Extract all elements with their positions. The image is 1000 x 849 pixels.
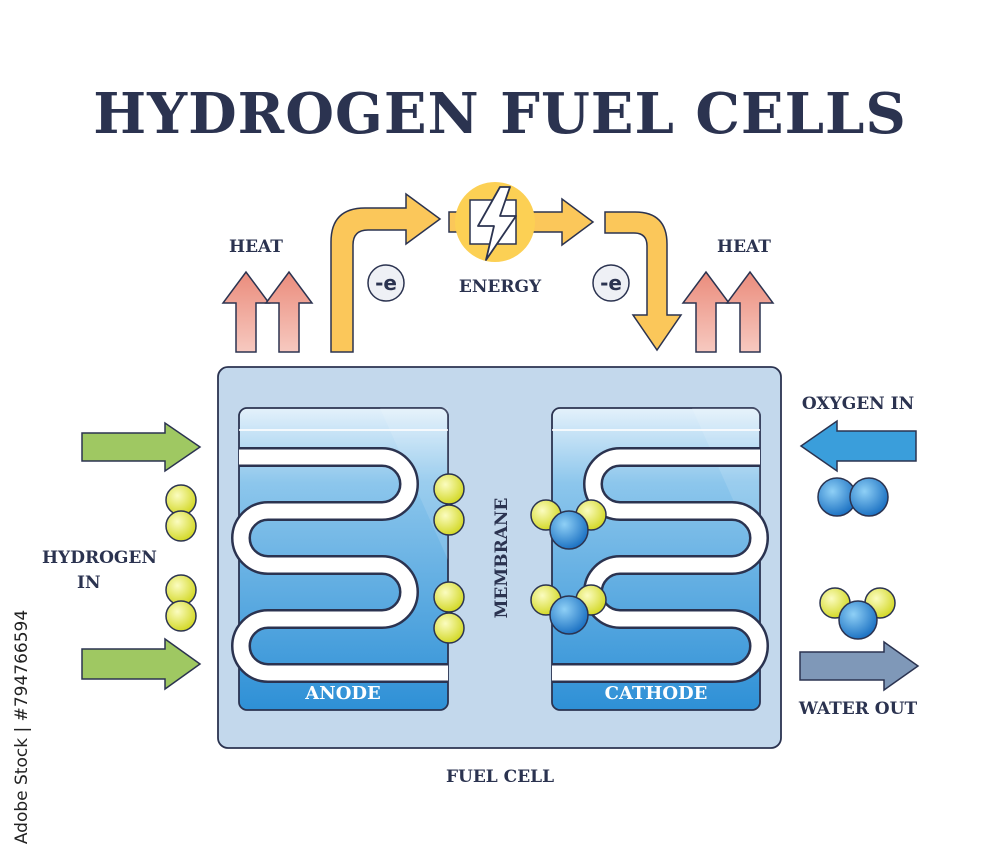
- oxygen-in-arrow: [799, 419, 917, 473]
- heat-arrow: [221, 270, 271, 353]
- oxygen-molecule-input: [817, 477, 889, 517]
- hydrogen-atom: [433, 612, 465, 644]
- heat-arrow: [681, 270, 731, 353]
- membrane-label: MEMBRANE: [492, 498, 512, 619]
- electron-flow-arrow-down: [604, 211, 683, 352]
- energy-label: ENERGY: [459, 277, 542, 297]
- lightning-bolt-icon: [469, 186, 517, 261]
- cathode-water-molecule: [530, 499, 607, 550]
- cathode-label: CATHODE: [605, 683, 708, 704]
- hydrogen-in-label-line1: HYDROGEN: [42, 548, 157, 568]
- water-molecule-output: [819, 587, 896, 640]
- electron-badge-left: -e: [367, 264, 405, 302]
- oxygen-atom: [849, 477, 889, 517]
- electron-badge-right: -e: [592, 264, 630, 302]
- diagram-title: HYDROGEN FUEL CELLS: [93, 81, 907, 147]
- heat-arrow: [725, 270, 775, 353]
- hydrogen-molecules-input: [165, 484, 197, 632]
- oxygen-in-label: OXYGEN IN: [802, 394, 914, 414]
- stock-id-label: Adobe Stock | #794766594: [12, 610, 32, 844]
- heat-label-right: HEAT: [717, 237, 771, 257]
- hydrogen-atom: [165, 600, 197, 632]
- water-out-label: WATER OUT: [798, 699, 918, 719]
- hydrogen-atom: [433, 581, 465, 613]
- anode-electrode: ANODE: [231, 407, 449, 711]
- cathode-electrode: CATHODE: [551, 407, 769, 711]
- heat-label-left: HEAT: [229, 237, 283, 257]
- heat-arrows-right: [681, 270, 775, 353]
- cathode-water-molecule: [530, 584, 607, 635]
- oxygen-atom: [838, 600, 878, 640]
- hydrogen-in-arrow-top: [81, 421, 202, 473]
- hydrogen-atom: [433, 473, 465, 505]
- hydrogen-atom: [433, 504, 465, 536]
- fuel-cell-label: FUEL CELL: [446, 767, 554, 787]
- oxygen-atom: [549, 510, 589, 550]
- hydrogen-in-arrow-bottom: [81, 637, 202, 691]
- anode-hydrogen-atoms: [433, 473, 465, 644]
- oxygen-atom: [549, 595, 589, 635]
- electron-label: -e: [375, 271, 397, 295]
- heat-arrows-left: [221, 270, 314, 353]
- hydrogen-in-label-line2: IN: [77, 573, 101, 593]
- anode-label: ANODE: [304, 683, 380, 704]
- electron-flow-arrow-up: [330, 192, 442, 353]
- hydrogen-atom: [165, 510, 197, 542]
- electron-label: -e: [600, 271, 622, 295]
- heat-arrow: [264, 270, 314, 353]
- water-out-arrow: [799, 640, 920, 692]
